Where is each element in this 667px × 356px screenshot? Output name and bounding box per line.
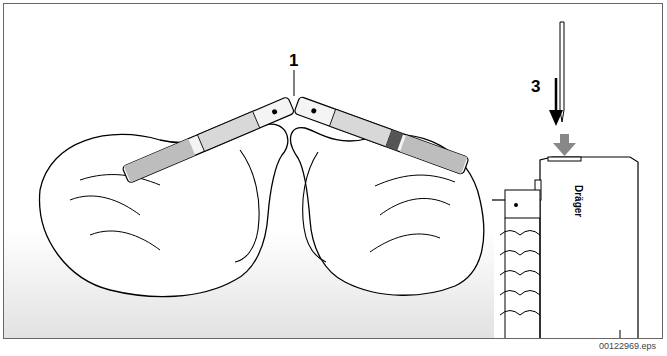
thumb [235,150,259,262]
grey-arrow [553,143,576,156]
frame [4,4,663,339]
pump-edge [620,330,621,338]
pump-head [548,157,581,161]
tube-half [294,96,469,174]
pump-body [540,157,638,338]
finger-lines [70,175,160,250]
thumb [303,152,326,262]
finger-lines [370,175,455,252]
callout-number: 1 [288,52,299,69]
pump-dot [514,203,518,207]
left-hand [40,124,288,296]
pump-pin [492,199,505,200]
pump-plate [505,190,540,218]
right-hand [291,128,484,296]
tube [560,22,564,122]
bellows [505,218,540,338]
tube-half [122,96,295,183]
file-name: 00122969.eps [598,342,657,351]
brand-label: Dräger [573,184,583,218]
insert-arrow [555,78,558,112]
insert-arrow [549,110,563,126]
bellows [500,231,540,316]
callout-number: 3 [530,78,541,95]
leader-line [294,70,295,96]
grey-arrow [560,134,569,144]
